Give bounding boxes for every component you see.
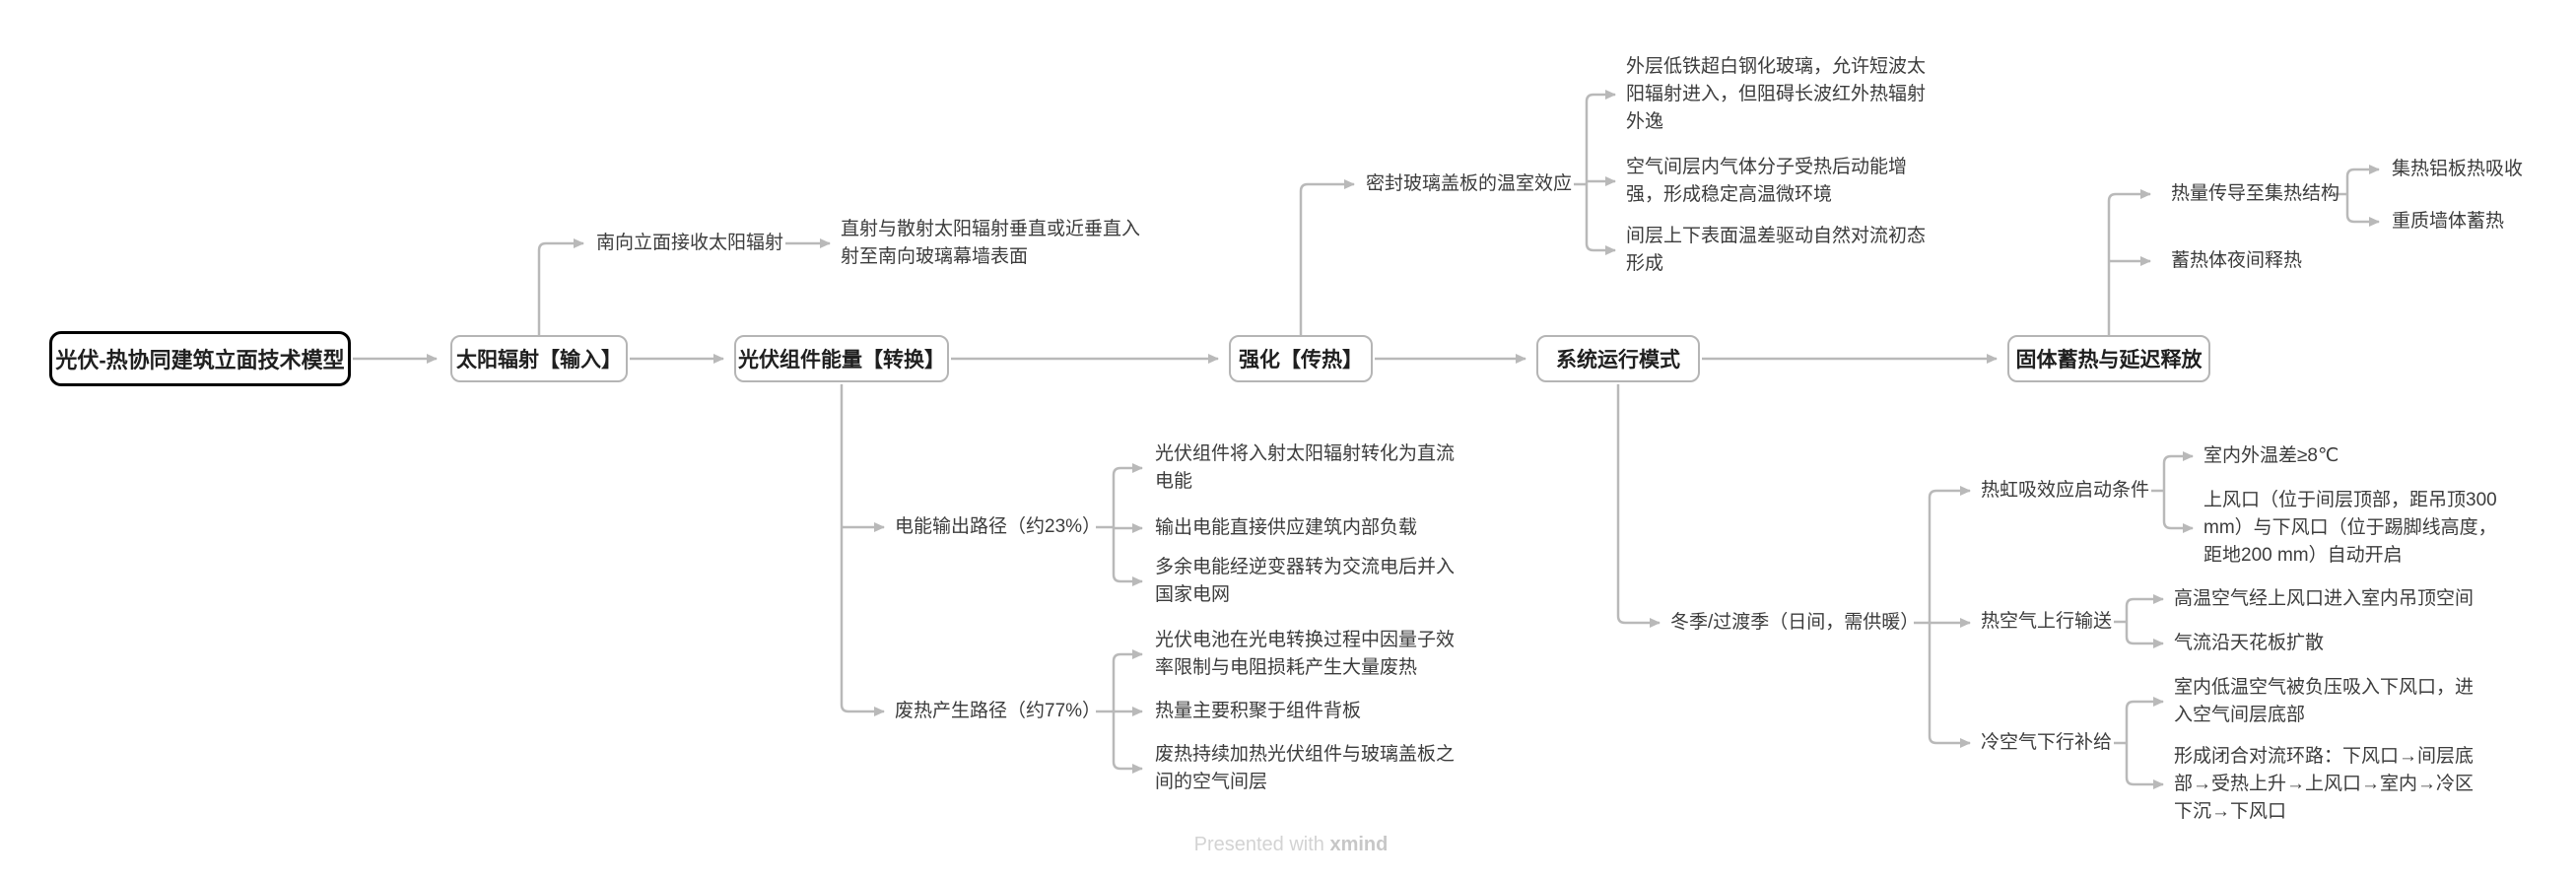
node-air-gap-heating[interactable]: 空气间层内气体分子受热后动能增强，形成稳定高温微环境 — [1626, 157, 1908, 205]
xmind-watermark: Presented with xmind — [1163, 834, 1419, 856]
node-massive-wall[interactable]: 重质墙体蓄热 — [2392, 211, 2505, 232]
connector-path — [2345, 194, 2380, 227]
node-temp-difference[interactable]: 室内外温差≥8℃ — [2203, 445, 2339, 466]
connector-path — [1112, 463, 1143, 527]
node-direct-diffuse[interactable]: 直射与散射太阳辐射垂直或近垂直入射至南向玻璃幕墙表面 — [841, 219, 1141, 267]
connector-path — [2125, 743, 2164, 789]
connector-path — [2125, 594, 2164, 622]
node-solar-input[interactable]: 太阳辐射【输入】 — [450, 335, 628, 382]
connector-path — [537, 238, 584, 335]
node-airflow-spread[interactable]: 气流沿天花板扩散 — [2174, 633, 2325, 653]
node-dc-conversion[interactable]: 光伏组件将入射太阳辐射转化为直流电能 — [1155, 443, 1456, 492]
node-backsheet-heat[interactable]: 热量主要积聚于组件背板 — [1155, 701, 1362, 721]
connector-path — [1112, 527, 1143, 586]
connector-path — [2162, 491, 2194, 533]
node-storage-release[interactable]: 固体蓄热与延迟释放 — [2007, 335, 2210, 382]
node-heat-conduction[interactable]: 热量传导至集热结构 — [2171, 183, 2340, 204]
node-operation-mode[interactable]: 系统运行模式 — [1536, 335, 1700, 382]
connector-path — [2162, 451, 2194, 491]
node-thermosiphon-condition[interactable]: 热虹吸效应启动条件 — [1981, 480, 2150, 501]
node-vent-openings[interactable]: 上风口（位于间层顶部，距吊顶300 mm）与下风口（位于踢脚线高度，距地200 … — [2203, 490, 2497, 566]
connector-path — [2345, 165, 2380, 194]
node-aluminum-absorber[interactable]: 集热铝板热吸收 — [2392, 159, 2524, 179]
connector-path — [840, 384, 885, 716]
connector-path — [1585, 90, 1616, 184]
node-heat-transfer[interactable]: 强化【传热】 — [1229, 335, 1373, 382]
node-waste-heat-path[interactable]: 废热产生路径（约77%） — [895, 701, 1102, 721]
connector-path — [1928, 623, 1971, 748]
xmind-logo-text: xmind — [1329, 834, 1389, 855]
watermark-text: Presented with — [1193, 834, 1324, 855]
node-hot-air-up[interactable]: 热空气上行输送 — [1981, 611, 2113, 632]
node-cold-air-intake[interactable]: 室内低温空气被负压吸入下风口，进入空气间层底部 — [2174, 677, 2474, 725]
node-electric-path[interactable]: 电能输出路径（约23%） — [895, 516, 1102, 537]
node-quantum-loss[interactable]: 光伏电池在光电转换过程中因量子效率限制与电阻损耗产生大量废热 — [1155, 630, 1456, 678]
node-low-iron-glass[interactable]: 外层低铁超白钢化玻璃，允许短波太阳辐射进入，但阻碍长波红外热辐射外逸 — [1626, 56, 1927, 132]
node-hot-air-ceiling[interactable]: 高温空气经上风口进入室内吊顶空间 — [2174, 588, 2474, 609]
connector-path — [2107, 189, 2151, 335]
node-airgap-heated[interactable]: 废热持续加热光伏组件与玻璃盖板之间的空气间层 — [1155, 744, 1456, 792]
connector-path — [1112, 711, 1143, 774]
connector-path — [1928, 486, 1971, 623]
node-winter-mode[interactable]: 冬季/过渡季（日间，需供暖） — [1670, 612, 1920, 633]
connector-path — [1585, 184, 1616, 255]
connector-path — [2125, 622, 2164, 648]
node-supply-loads[interactable]: 输出电能直接供应建筑内部负载 — [1155, 517, 1418, 538]
node-pv-conversion[interactable]: 光伏组件能量【转换】 — [734, 335, 949, 382]
node-root-topic[interactable]: 光伏-热协同建筑立面技术模型 — [49, 331, 351, 386]
connector-path — [1299, 179, 1355, 335]
node-cold-air-down[interactable]: 冷空气下行补给 — [1981, 732, 2113, 753]
connector-path — [2125, 697, 2164, 743]
node-south-facade[interactable]: 南向立面接收太阳辐射 — [596, 233, 784, 253]
node-greenhouse-effect[interactable]: 密封玻璃盖板的温室效应 — [1366, 173, 1573, 194]
node-natural-convection[interactable]: 间层上下表面温差驱动自然对流初态形成 — [1626, 226, 1927, 274]
node-night-release[interactable]: 蓄热体夜间释热 — [2171, 250, 2303, 271]
connector-path — [1112, 649, 1143, 711]
connector-path — [1616, 384, 1661, 628]
node-grid-feed[interactable]: 多余电能经逆变器转为交流电后并入国家电网 — [1155, 557, 1456, 605]
node-convection-loop[interactable]: 形成闭合对流环路：下风口→间层底部→受热上升→上风口→室内→冷区下沉→下风口 — [2174, 746, 2474, 822]
